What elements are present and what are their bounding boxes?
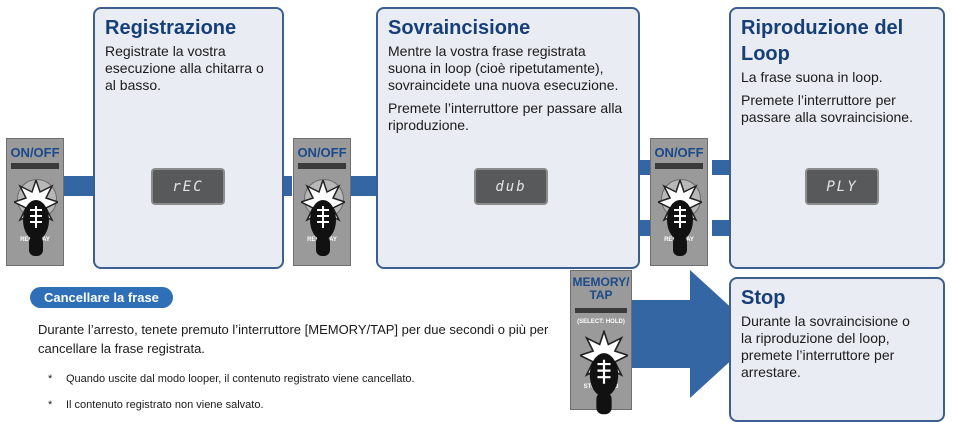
lcd-play: PLY	[805, 168, 879, 205]
foot-press-icon	[14, 180, 58, 256]
erase-heading: Cancellare la frase	[30, 287, 173, 308]
select-hold-label: (SELECT: HOLD)	[577, 319, 625, 325]
step-play-box: Riproduzione del Loop La frase suona in …	[729, 7, 945, 269]
memory-tap-label: MEMORY/ TAP	[571, 276, 631, 302]
step-play-title-1: Riproduzione del	[741, 17, 904, 39]
foot-press-icon	[658, 180, 702, 256]
step-stop-title: Stop	[741, 287, 786, 309]
step-dub-box: Sovraincisione Mentre la vostra frase re…	[376, 7, 640, 269]
step-dub-title: Sovraincisione	[388, 17, 531, 39]
switch-bar	[575, 308, 627, 313]
step-rec-box: Registrazione Registrate la vostra esecu…	[93, 7, 284, 269]
step-play-desc: La frase suona in loop.	[741, 69, 883, 85]
step-play-title-2: Loop	[741, 43, 790, 65]
step-dub-desc2: Premete l’interruttore per passare alla …	[388, 100, 623, 133]
foot-press-icon	[301, 180, 345, 256]
memory-label-line2: TAP	[589, 288, 613, 302]
lcd-rec: rEC	[151, 168, 225, 205]
step-rec-title: Registrazione	[105, 17, 237, 39]
onoff-label: ON/OFF	[10, 145, 60, 160]
step-rec-desc: Registrate la vostra esecuzione alla chi…	[105, 43, 264, 93]
onoff-label: ON/OFF	[297, 145, 347, 160]
onoff-label: ON/OFF	[654, 145, 704, 160]
step-play-desc2: Premete l’interruttore per passare alla …	[741, 92, 913, 125]
note-2-text: Il contenuto registrato non viene salvat…	[66, 399, 264, 411]
step-stop-desc: Durante la sovraincisione o la riproduzi…	[741, 313, 910, 380]
memory-label-line1: MEMORY/	[572, 275, 630, 289]
step-dub-desc: Mentre la vostra frase registrata suona …	[388, 43, 619, 93]
asterisk: *	[48, 373, 53, 385]
lcd-dub: dub	[474, 168, 548, 205]
step-stop-box: Stop Durante la sovraincisione o la ripr…	[729, 277, 945, 422]
foot-press-icon	[580, 330, 628, 415]
switch-bar	[298, 163, 346, 169]
switch-bar	[11, 163, 59, 169]
asterisk: *	[48, 399, 53, 411]
erase-text: Durante l’arresto, tenete premuto l’inte…	[38, 322, 549, 356]
switch-bar	[655, 163, 703, 169]
note-1-text: Quando uscite dal modo looper, il conten…	[66, 373, 415, 385]
arrow-to-stop	[632, 270, 760, 398]
